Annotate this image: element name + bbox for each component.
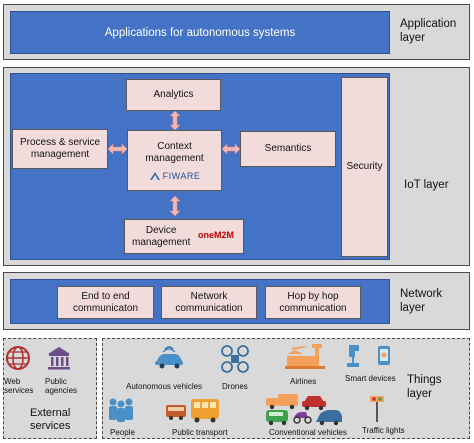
public-agencies-label: Public agencies — [45, 377, 78, 395]
airport-icon — [285, 344, 325, 369]
traffic-lights-label: Traffic lights — [362, 426, 405, 435]
fiware-logo-icon — [149, 172, 160, 180]
network-communication-box: Network communication — [161, 286, 257, 319]
application-layer-label: Application layer — [400, 18, 457, 44]
process-service-box: Process & service management — [12, 129, 108, 169]
application-box-text: Applications for autonomous systems — [104, 26, 296, 39]
airlines-label: Airlines — [290, 377, 317, 386]
fiware-logo: FIWARE — [149, 170, 201, 182]
arrow-analytics-context — [169, 111, 181, 130]
hop-by-hop-box: Hop by hop communication — [265, 286, 361, 319]
conventional-vehicles-label: Conventional vehicles — [269, 428, 347, 437]
smart-device-icon — [347, 345, 390, 367]
drone-icon — [221, 345, 249, 373]
external-services-label: External services — [30, 407, 71, 432]
traffic-light-icon — [370, 396, 384, 422]
onem2m-logo: oneM2M — [198, 230, 234, 240]
globe-icon — [6, 346, 30, 370]
bus-icon — [166, 399, 219, 423]
application-box: Applications for autonomous systems — [10, 11, 390, 54]
people-label: People — [110, 428, 135, 437]
autonomous-vehicle-icon — [155, 346, 183, 369]
arrow-process-context — [108, 143, 127, 155]
security-box: Security — [341, 77, 388, 257]
things-layer-label: Things layer — [407, 374, 442, 400]
government-building-icon — [48, 347, 70, 370]
iot-layer-label: IoT layer — [404, 179, 449, 191]
public-transport-label: Public transport — [172, 428, 228, 437]
device-management-box: Device management oneM2M — [124, 219, 244, 254]
autonomous-vehicles-label: Autonomous vehicles — [126, 382, 203, 391]
web-services-label: Web services — [4, 377, 34, 395]
end-to-end-box: End to end communicaton — [57, 286, 154, 319]
drones-label: Drones — [222, 382, 248, 391]
arrow-context-device — [169, 196, 181, 216]
analytics-box: Analytics — [126, 79, 221, 111]
smart-devices-label: Smart devices — [345, 374, 396, 383]
conventional-vehicles-icon — [266, 394, 342, 426]
network-layer-label: Network layer — [400, 288, 443, 314]
arrow-context-semantics — [222, 143, 240, 155]
context-management-box: Context management FIWARE — [127, 130, 222, 191]
people-icon — [109, 398, 133, 422]
semantics-box: Semantics — [240, 131, 336, 167]
